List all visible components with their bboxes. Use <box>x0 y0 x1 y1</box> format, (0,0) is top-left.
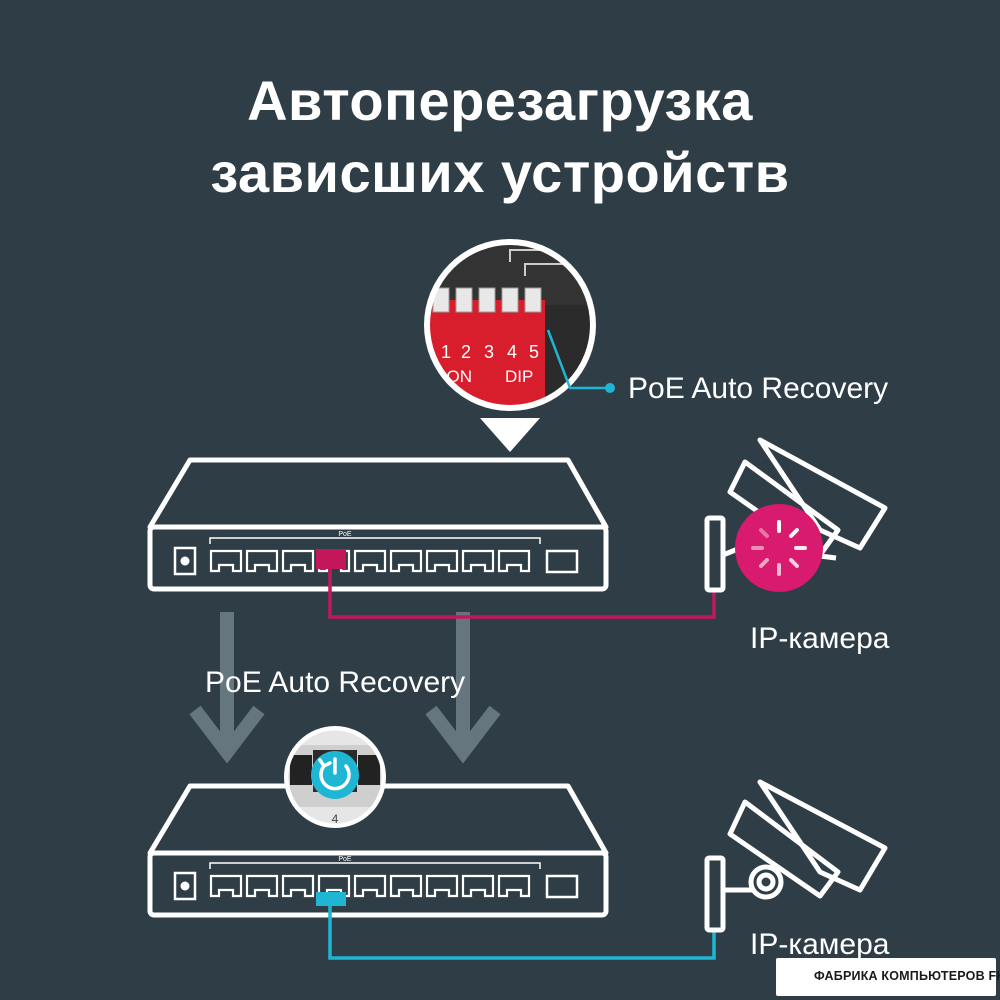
switch-bottom-port-2 <box>245 874 279 898</box>
switch-bottom-port-3 <box>281 874 315 898</box>
switch-bottom-port-5 <box>353 874 387 898</box>
switch-top <box>147 457 609 592</box>
watermark: ФАБРИКА КОМПЬЮТЕРОВ FK.BY <box>776 958 1000 996</box>
down-arrows <box>189 612 501 764</box>
spinner-icon <box>751 520 807 576</box>
port-number: 4 <box>332 812 339 826</box>
title-line-2: зависших устройств <box>210 141 790 204</box>
port-zoom-badge: 4 <box>284 726 386 828</box>
switch-top-poe-tag: PoE <box>338 531 352 538</box>
switch-bottom-recovered-port <box>316 892 346 906</box>
switch-top-faulty-port <box>316 549 346 569</box>
switch-top-port-1 <box>209 549 243 573</box>
camera-bottom-label: IP-камера <box>750 928 890 961</box>
switch-bottom-port-8 <box>461 874 495 898</box>
dip-number-3: 3 <box>484 342 494 362</box>
callout-label-poe-auto-recovery: PoE Auto Recovery <box>628 372 889 405</box>
switch-top-port-5 <box>353 549 387 573</box>
switch-bottom-ports <box>209 874 531 898</box>
switch-top-port-3 <box>281 549 315 573</box>
dip-switch-callout: 1 2 3 4 5 ↓ON DIP <box>424 239 596 452</box>
switch-top-port-6 <box>389 549 423 573</box>
power-refresh-icon <box>318 757 351 791</box>
watermark-text: ФАБРИКА КОМПЬЮТЕРОВ FK.BY <box>814 969 1000 983</box>
dip-number-1: 1 <box>441 342 451 362</box>
middle-label-poe-auto-recovery: PoE Auto Recovery <box>205 666 466 699</box>
dip-number-2: 2 <box>461 342 471 362</box>
switch-bottom <box>147 783 609 918</box>
camera-top-fault-indicator <box>735 504 823 592</box>
switch-bottom-port-1 <box>209 874 243 898</box>
switch-top-port-7 <box>425 549 459 573</box>
switch-top-port-8 <box>461 549 495 573</box>
dip-toggles <box>432 287 542 313</box>
switch-bottom-port-9 <box>497 874 531 898</box>
switch-bottom-port-6 <box>389 874 423 898</box>
camera-bottom <box>704 779 888 933</box>
cable-fault <box>328 569 716 619</box>
cable-ok <box>328 906 716 960</box>
switch-top-front <box>173 537 579 576</box>
switch-bottom-front <box>173 862 579 901</box>
camera-top-label: IP-камера <box>750 622 890 655</box>
dip-number-5: 5 <box>529 342 539 362</box>
dip-number-4: 4 <box>507 342 517 362</box>
switch-bottom-port-7 <box>425 874 459 898</box>
switch-bottom-poe-tag: PoE <box>338 856 352 863</box>
switch-top-port-9 <box>497 549 531 573</box>
title-line-1: Автоперезагрузка <box>247 69 753 132</box>
dip-label: DIP <box>505 367 533 386</box>
switch-top-port-2 <box>245 549 279 573</box>
switch-top-ports <box>209 549 531 573</box>
callout-leader <box>546 329 615 393</box>
